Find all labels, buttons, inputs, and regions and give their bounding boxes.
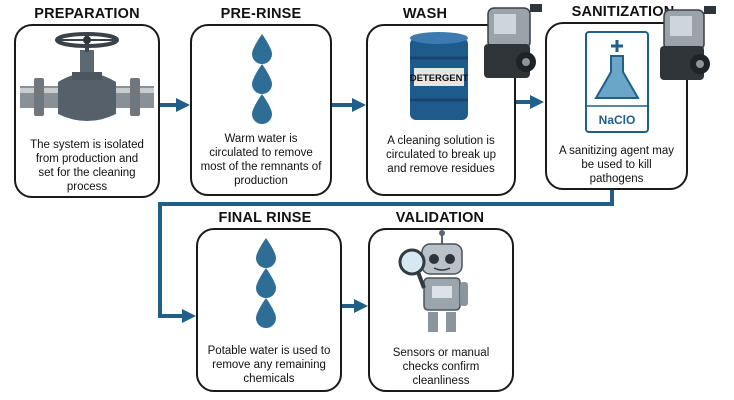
step-title-sanitization: SANITIZATION (571, 4, 675, 20)
flask-icon: NaClO (585, 31, 649, 133)
water-drops-icon (252, 34, 272, 124)
step-title-validation: VALIDATION (395, 210, 485, 226)
drum-label: DETERGENT (410, 73, 469, 84)
detergent-drum-icon: DETERGENT (410, 32, 469, 120)
flow-arrow-5 (342, 299, 368, 313)
flow-arrow-2 (332, 98, 366, 112)
robot-inspector-icon (398, 230, 468, 332)
step-title-preparation: PREPARATION (34, 6, 140, 22)
step-title-pre-rinse: PRE-RINSE (220, 6, 302, 22)
step-title-wash: WASH (402, 6, 448, 22)
pump-icon-1 (484, 4, 542, 78)
chemical-label: NaClO (599, 113, 636, 127)
water-drops-icon-2 (256, 238, 276, 328)
flow-arrow-1 (160, 98, 190, 112)
valve-icon (20, 32, 154, 121)
pump-icon-2 (660, 6, 716, 80)
flow-arrow-return (158, 190, 614, 323)
step-title-final-rinse: FINAL RINSE (218, 210, 312, 226)
flow-arrow-3 (516, 95, 544, 109)
